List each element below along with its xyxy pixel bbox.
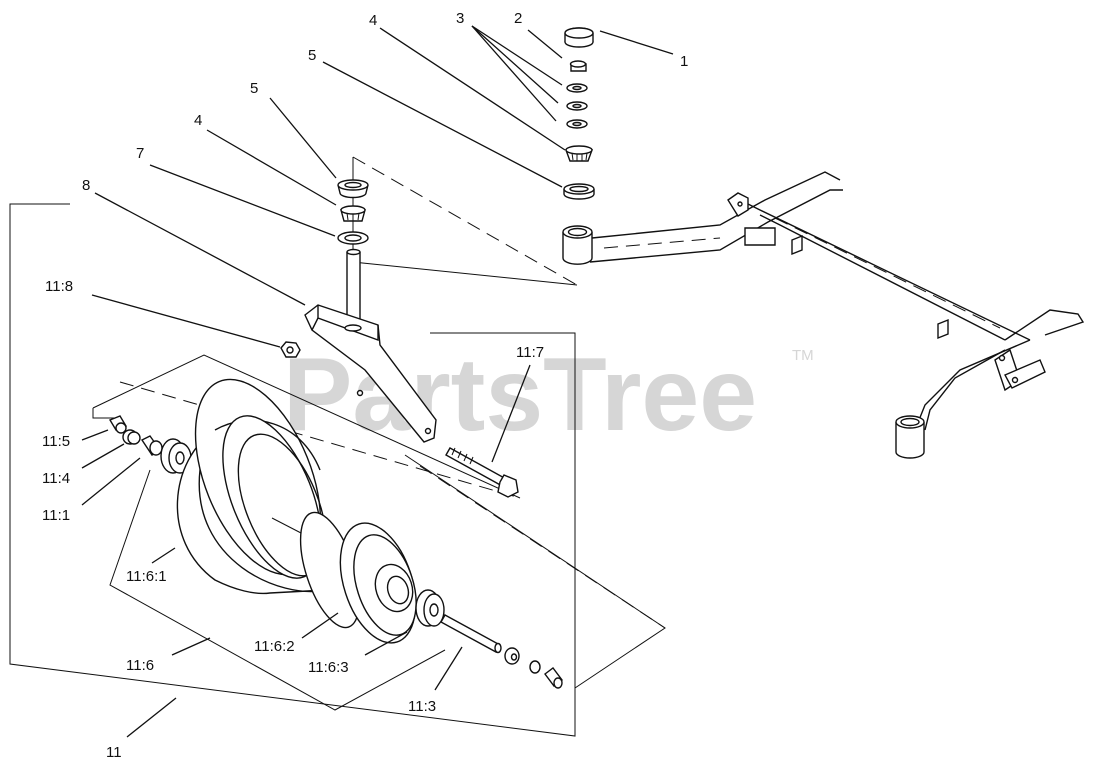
callout-11-6: 11:6 (126, 657, 154, 674)
washer-part (566, 101, 588, 111)
callout-2: 2 (514, 10, 522, 27)
callout-11-3: 11:3 (408, 698, 436, 715)
callout-labels: 1 2 3 4 5 5 4 7 8 11:8 11:7 11:5 11:4 11… (42, 10, 688, 761)
hub-bearing-part (415, 589, 445, 627)
callout-11-6-2: 11:6:2 (254, 638, 295, 655)
callout-8: 8 (82, 177, 90, 194)
callout-4-top: 4 (369, 12, 377, 29)
bearing-cup-part (563, 183, 595, 200)
callout-11-1: 11:1 (42, 507, 70, 524)
callout-1: 1 (680, 53, 688, 70)
frame-assembly (562, 171, 1085, 459)
caster-fork-part (304, 248, 437, 443)
washer-part (529, 660, 541, 674)
wheel-right-small-parts (504, 647, 563, 689)
callout-4-left: 4 (194, 112, 202, 129)
callout-11-5: 11:5 (42, 433, 70, 450)
axle-spacer-part (440, 614, 502, 654)
callout-11-6-3: 11:6:3 (308, 659, 349, 676)
callout-11-6-1: 11:6:1 (126, 568, 167, 585)
bearing-cone-part (565, 145, 593, 162)
rim-hub-part (271, 511, 417, 644)
fork-parts-stack (337, 179, 369, 245)
callout-11-4: 11:4 (42, 470, 70, 487)
callout-5-top: 5 (308, 47, 316, 64)
nut-part (108, 415, 128, 434)
spacer-part (140, 435, 163, 456)
callout-11-8: 11:8 (45, 278, 73, 295)
washer-part (566, 119, 588, 129)
lock-nut-part (280, 341, 301, 358)
tire-part (176, 378, 327, 595)
dust-cap-part (564, 27, 594, 48)
callout-5-left: 5 (250, 80, 258, 97)
nut-part (569, 60, 587, 72)
callout-7: 7 (136, 145, 144, 162)
bearing-cup-part (337, 179, 369, 199)
nut-part (544, 667, 563, 689)
bearing-cone-part (340, 205, 366, 222)
watermark-trademark: TM (792, 347, 814, 364)
leader-lines (81, 25, 674, 738)
callout-3: 3 (456, 10, 464, 27)
seal-part (337, 231, 369, 245)
callout-11: 11 (106, 744, 122, 761)
washer-part (566, 83, 588, 93)
bolt-part (445, 447, 519, 498)
pivot-parts-stack (563, 27, 595, 200)
callout-11-7: 11:7 (516, 344, 544, 361)
washer-part (122, 429, 141, 445)
